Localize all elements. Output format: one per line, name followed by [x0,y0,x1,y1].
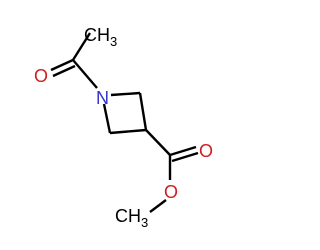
bond-ring-n-c2 [110,91,141,97]
bond-o-methyl [149,199,167,213]
bond-ring-ester [145,129,171,156]
bond-ester-carbonyl-2 [171,151,199,163]
acetyl-methyl-subscript: 3 [110,34,117,49]
ester-methyl-subscript: 3 [141,215,148,230]
acetyl-methyl-symbol: CH [84,25,110,45]
nitrogen-label: N [96,88,109,108]
bond-ring-c2-c3 [138,92,148,131]
ester-methyl-symbol: CH [115,206,141,226]
bond-ring-c4-n [102,103,112,134]
bond-acetyl-carbonyl-2 [52,64,76,78]
acetyl-methyl-label: CH3 [84,25,117,49]
bond-group [50,32,199,213]
ester-oxygen-label: O [164,182,178,202]
bond-acetyl-carbonyl-1 [50,58,74,72]
bond-acetyl-methyl [71,32,92,61]
acetyl-oxygen-label: O [34,66,48,86]
bond-acetyl-nitrogen [72,59,98,89]
ester-carbonyl-oxygen-label: O [199,141,213,161]
bond-ring-c3-c4 [109,128,147,135]
structure-diagram: CH3 O N O O CH3 [34,25,213,230]
bond-ester-carbonyl-1 [169,145,197,157]
ester-methyl-label: CH3 [115,206,148,230]
